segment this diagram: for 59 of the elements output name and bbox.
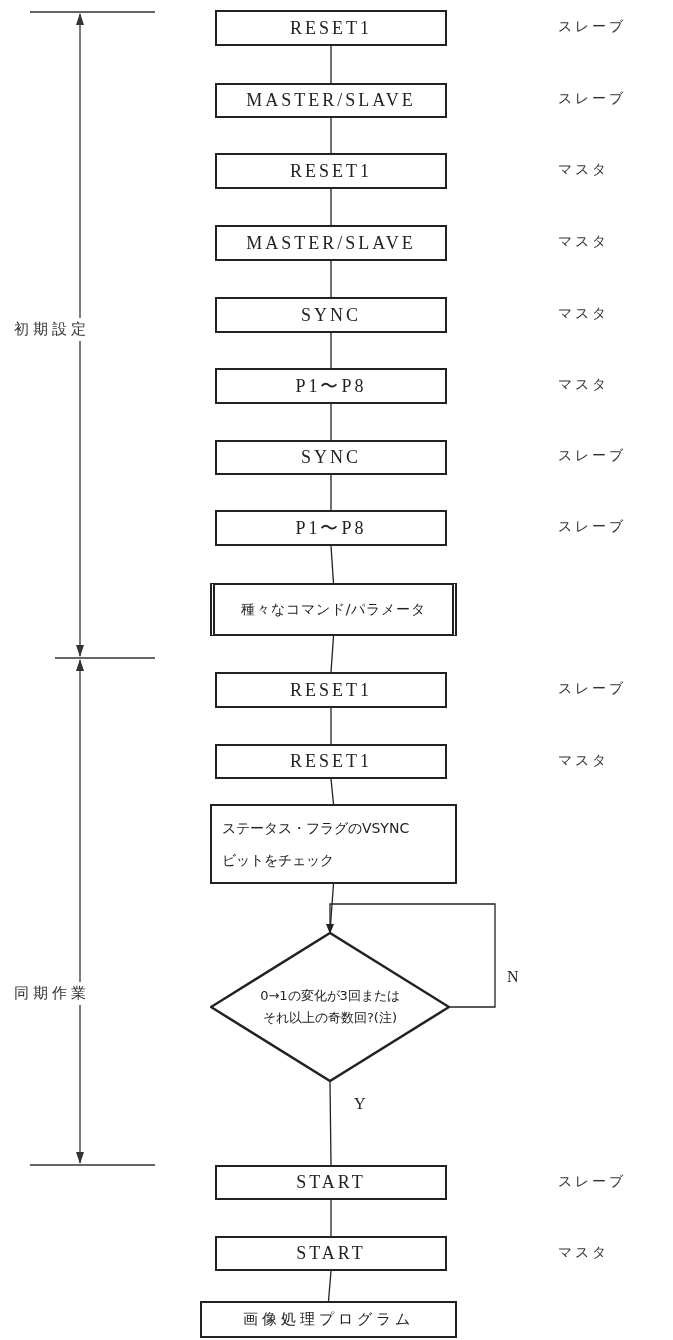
connector-line bbox=[330, 188, 332, 226]
process-box bbox=[215, 440, 447, 475]
connector-line bbox=[330, 117, 332, 154]
process-box bbox=[215, 153, 447, 189]
role-label: スレーブ bbox=[558, 518, 626, 536]
role-label: スレーブ bbox=[558, 447, 626, 465]
connector-line bbox=[330, 1199, 332, 1237]
step-text: SYNC bbox=[301, 304, 361, 326]
step-text: SYNC bbox=[301, 447, 361, 468]
step-text: ステータス・フラグのVSYNCビットをチェック bbox=[221, 818, 411, 870]
process-box bbox=[215, 297, 447, 333]
role-label: マスタ bbox=[558, 1244, 609, 1262]
role-label: スレーブ bbox=[558, 680, 626, 698]
arrow bbox=[326, 903, 496, 1008]
process-box bbox=[215, 1236, 447, 1271]
process-box bbox=[210, 804, 457, 884]
step-text: P1〜P8 bbox=[295, 517, 367, 540]
process-box bbox=[215, 672, 447, 708]
step-text: RESET1 bbox=[290, 160, 372, 182]
connector-line bbox=[330, 403, 332, 441]
connector-line bbox=[330, 707, 332, 745]
role-label: スレーブ bbox=[558, 18, 626, 36]
role-label: マスタ bbox=[558, 161, 609, 179]
process-box bbox=[215, 1165, 447, 1200]
connector-line bbox=[330, 332, 332, 369]
role-label: スレーブ bbox=[558, 1173, 626, 1191]
role-label: マスタ bbox=[558, 305, 609, 323]
connector-line bbox=[330, 260, 332, 298]
step-text: RESET1 bbox=[290, 679, 372, 701]
process-box bbox=[215, 225, 447, 261]
step-text: RESET1 bbox=[290, 17, 372, 39]
connector-line bbox=[330, 778, 335, 805]
process-box bbox=[215, 83, 447, 118]
decision-diamond bbox=[210, 932, 450, 1082]
process-box bbox=[215, 744, 447, 779]
step-text: MASTER/SLAVE bbox=[246, 232, 416, 254]
step-text: START bbox=[296, 1172, 366, 1193]
role-label: マスタ bbox=[558, 752, 609, 770]
step-text: 0→1の変化が3回またはそれ以上の奇数回?(注) bbox=[259, 986, 401, 1027]
step-text: START bbox=[296, 1243, 366, 1264]
step-text: MASTER/SLAVE bbox=[246, 90, 416, 111]
step-text: 画像処理プログラム bbox=[243, 1310, 414, 1329]
connector-line bbox=[330, 474, 332, 511]
connector-line bbox=[330, 45, 332, 84]
process-box bbox=[215, 510, 447, 546]
step-text: RESET1 bbox=[290, 751, 372, 772]
role-label: スレーブ bbox=[558, 90, 626, 108]
predefined-process-box bbox=[210, 583, 457, 636]
process-box bbox=[215, 10, 447, 46]
step-text: 種々なコマンド/パラメータ bbox=[240, 600, 427, 619]
process-box bbox=[200, 1301, 457, 1338]
connector-line bbox=[327, 1270, 332, 1302]
process-box bbox=[215, 368, 447, 404]
role-label: マスタ bbox=[558, 376, 609, 394]
connector-line bbox=[330, 635, 335, 673]
connector-line bbox=[330, 545, 335, 584]
step-text: P1〜P8 bbox=[295, 375, 367, 398]
connector-line bbox=[329, 1081, 332, 1166]
role-label: マスタ bbox=[558, 233, 609, 251]
